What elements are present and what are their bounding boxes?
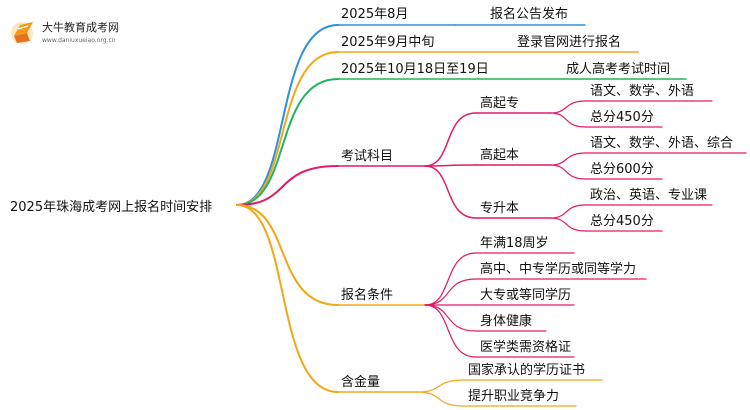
group-gqb-label: 高起本 [480,147,519,163]
logo-title: 大牛教育成考网 [42,20,119,34]
brand-logo: 大牛教育成考网 www.daniuxueiao.org.cn [11,20,119,44]
link-group-2-item-1 [549,152,587,166]
connector-lines [236,24,747,407]
link-group-3-item-1 [549,204,587,219]
branch-value-label: 含金量 [341,374,380,390]
condition-item-4: 身体健康 [480,313,532,329]
link-group-3-item-2 [549,217,587,232]
group-zsb-label: 专升本 [480,201,519,216]
branch-subjects-label: 考试科目 [341,149,393,164]
link-group-1-item-1 [549,100,587,114]
condition-item-1: 年满18周岁 [480,236,549,251]
group-gqb-item-2: 总分600分 [590,162,654,177]
link-condition-1 [424,252,477,306]
group-zsb-item-1: 政治、英语、专业课 [590,188,707,203]
logo-url: www.daniuxueiao.org.cn [42,37,116,44]
condition-item-5: 医学类需资格证 [480,339,571,355]
link-subjects-group-2 [424,164,477,167]
condition-item-2: 高中、中专学历或同等学力 [480,261,636,277]
branch-sep-label: 2025年9月中旬 [341,35,434,50]
link-group-2-item-2 [549,164,587,180]
logo-icon [11,22,33,44]
link-condition-5 [424,304,477,358]
branch-aug-desc: 报名公告发布 [490,6,568,22]
link-group-1-item-2 [549,112,587,128]
link-root-aug [236,24,339,206]
link-root-sep [236,51,339,206]
value-item-1: 国家承认的学历证书 [468,362,585,378]
group-gqz-label: 高起专 [480,95,519,111]
group-zsb-item-2: 总分450分 [590,214,654,229]
link-root-conditions [236,204,339,306]
link-value-2 [417,391,465,407]
group-gqz-item-2: 总分450分 [590,110,654,125]
branch-sep-desc: 登录官网进行报名 [517,34,621,50]
link-root-value [236,204,339,393]
branch-oct-label: 2025年10月18日至19日 [341,62,489,77]
condition-item-3: 大专或等同学历 [480,287,571,303]
link-value-1 [417,379,465,393]
link-subjects-group-1 [424,112,477,167]
branch-conditions-label: 报名条件 [341,287,393,303]
value-item-2: 提升职业竞争力 [468,388,559,404]
link-root-subjects [236,165,339,206]
group-gqb-item-1: 语文、数学、外语、综合 [590,135,733,151]
group-gqz-item-1: 语文、数学、外语 [590,83,694,99]
branch-oct-desc: 成人高考考试时间 [566,61,670,77]
branch-aug-label: 2025年8月 [341,7,408,22]
link-condition-2 [424,278,477,306]
link-condition-4 [424,304,477,332]
root-topic: 2025年珠海成考网上报名时间安排 [10,199,212,215]
link-subjects-group-3 [424,165,477,219]
link-root-oct [236,78,339,206]
